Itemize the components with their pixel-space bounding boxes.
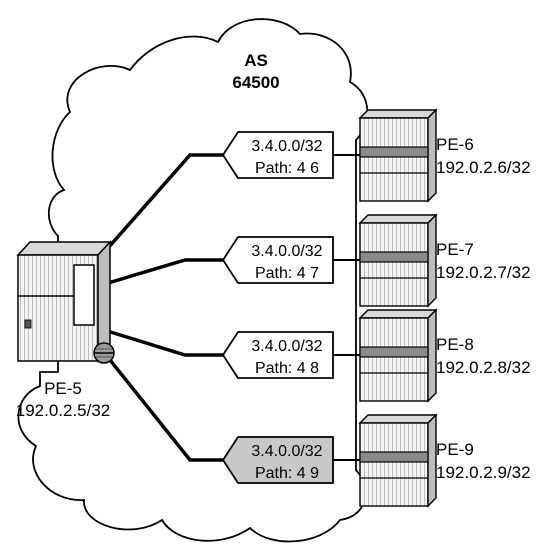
interface-port-icon — [93, 342, 115, 364]
link-pe6 — [106, 153, 223, 250]
pe-router-pe-7: PE-7 192.0.2.7/32 — [358, 213, 531, 308]
pe-router-name: PE-6 — [436, 135, 474, 154]
as-label-line1: AS — [244, 51, 268, 70]
router-icon — [358, 308, 438, 403]
route-prefix: 3.4.0.0/32 — [251, 443, 322, 460]
route-path: Path: 4 6 — [255, 160, 319, 177]
links — [103, 153, 223, 462]
callout-shape — [221, 131, 334, 179]
route-path: Path: 4 8 — [255, 360, 319, 377]
pe-router-name: PE-7 — [436, 240, 474, 259]
pe-router-pe-8: PE-8 192.0.2.8/32 — [358, 308, 531, 403]
pe-router-address: 192.0.2.8/32 — [436, 358, 531, 377]
pe-router-address: 192.0.2.9/32 — [436, 463, 531, 482]
pe5-address: 192.0.2.5/32 — [16, 401, 111, 420]
link-pe9 — [104, 353, 223, 462]
pe-router-pe-9: PE-9 192.0.2.9/32 — [358, 413, 531, 508]
pe-router-name: PE-8 — [436, 335, 474, 354]
pe-router-address: 192.0.2.6/32 — [436, 158, 531, 177]
chassis-router-icon — [16, 240, 112, 363]
route-prefix: 3.4.0.0/32 — [251, 338, 322, 355]
pe-router-pe-6: PE-6 192.0.2.6/32 — [358, 108, 531, 203]
route-prefix: 3.4.0.0/32 — [251, 138, 322, 155]
router-icon — [358, 108, 438, 203]
as-label-line2: 64500 — [232, 73, 279, 92]
route-path: Path: 4 9 — [255, 465, 319, 482]
pe5-name: PE-5 — [44, 379, 82, 398]
router-icon — [358, 413, 438, 508]
route-path: Path: 4 7 — [255, 265, 319, 282]
callout-shape — [221, 436, 334, 484]
router-icon — [358, 213, 438, 308]
pe-router-name: PE-9 — [436, 440, 474, 459]
callout-connectors — [333, 154, 360, 461]
link-pe8 — [103, 328, 223, 357]
link-pe7 — [107, 258, 223, 285]
callout-shape — [221, 236, 334, 284]
pe5-router: PE-5 192.0.2.5/32 — [16, 240, 115, 420]
pe-router-address: 192.0.2.7/32 — [436, 263, 531, 282]
route-prefix: 3.4.0.0/32 — [251, 243, 322, 260]
callout-shape — [221, 331, 334, 379]
